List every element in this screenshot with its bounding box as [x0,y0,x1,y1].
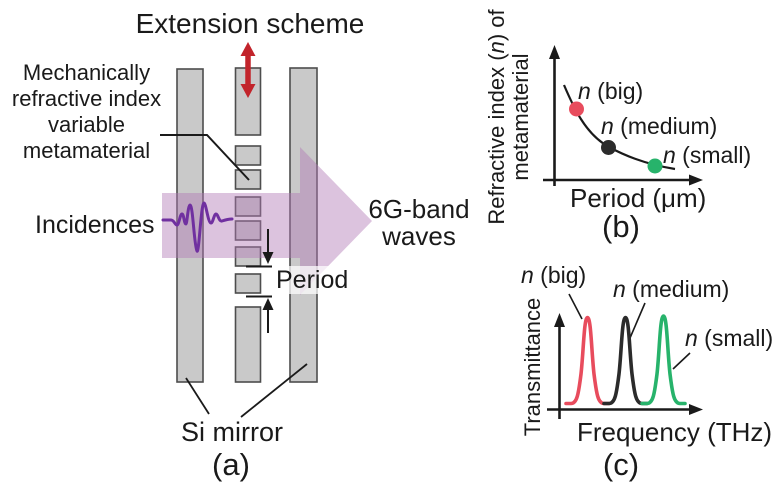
n-small-peak [640,314,687,406]
metamaterial-label-line2: refractive index [11,86,162,111]
period-dimension-arrows [246,229,274,333]
panel-b-y-axis-label: Refractive index (n) of metamaterial [484,9,533,225]
panel-c-y-axis-label: Transmittance [520,297,545,437]
panel-c-n-big-label: n (big) [521,262,587,288]
panel-a-caption: (a) [212,447,250,482]
si-mirror-pointer-lines [185,363,308,418]
period-label: Period [273,266,352,294]
si-mirror-label: Si mirror [181,417,283,447]
n-medium-peak [602,315,649,406]
extension-scheme-title: Extension scheme [135,8,365,39]
metamaterial-label-line3: variable [47,112,126,137]
panel-b-n-small-label: n (small) [663,142,752,168]
panel-c-pointer-lines [568,293,691,370]
metamaterial-label-line4: metamaterial [22,138,151,163]
panel-b-y-axis-line1: Refractive index (n) of [484,9,509,225]
incidence-pulse-icon [161,201,234,253]
panel-c-n-small-label: n (small) [685,325,774,351]
n-big-point [569,101,584,117]
panel-b-caption: (b) [602,209,640,244]
incidences-label: Incidences [35,211,155,239]
panel-b-n-big-label: n (big) [578,78,644,104]
wave-propagation-arrow-icon [162,147,372,295]
panel-c-axes [547,313,703,419]
n-big-peak [564,315,611,406]
panel-c-caption: (c) [602,447,640,482]
panel-c-n-medium-label: n (medium) [613,276,730,302]
6g-band-line: 6G-band [368,194,470,224]
panel-b-x-axis-label: Period (μm) [570,183,707,213]
panel-b-n-medium-label: n (medium) [601,113,718,139]
panel-b-y-axis-line2: metamaterial [508,53,533,181]
n-medium-point [601,140,616,155]
n-small-point [647,158,663,174]
extension-double-arrow-icon [240,42,256,98]
metamaterial-label: Mechanically refractive index variable m… [0,60,173,164]
panel-c-x-axis-label: Frequency (THz) [577,417,773,447]
metamaterial-pointer-line [160,134,250,181]
6g-band-waves-label: 6G-band waves [366,196,472,250]
panel-b-axes [543,45,703,186]
metamaterial-label-line1: Mechanically [22,60,151,85]
si-mirror-right-bar [289,67,318,383]
waves-line: waves [382,221,456,251]
